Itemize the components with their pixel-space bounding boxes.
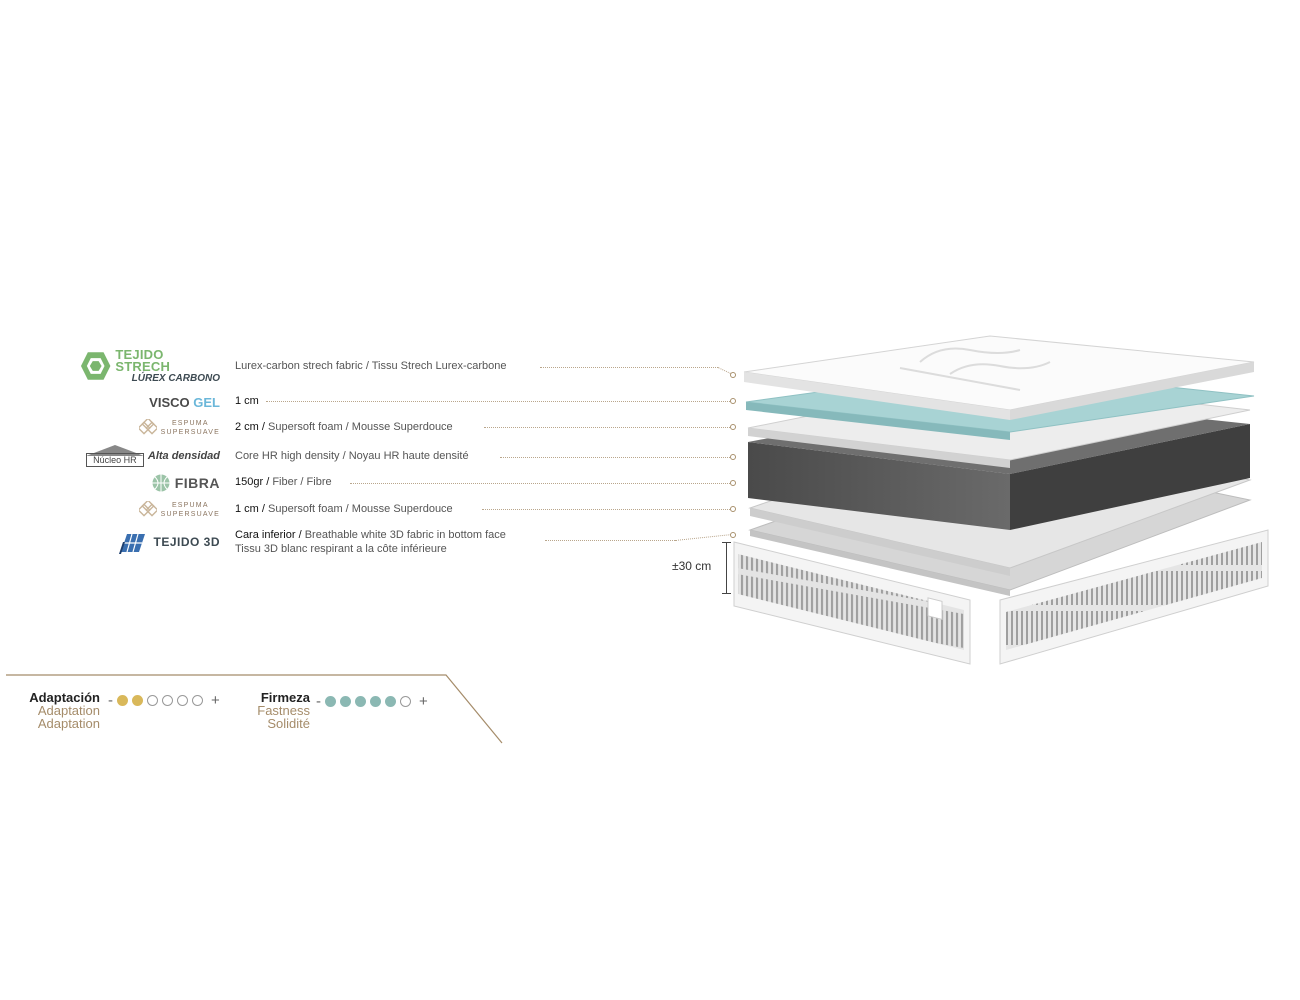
- firmness-minus: -: [316, 693, 321, 710]
- visco-label: VISCO: [149, 394, 190, 410]
- leader-end-dot: [730, 454, 736, 460]
- rating-dot-filled: [325, 696, 336, 707]
- layer-description: 1 cm: [235, 395, 259, 407]
- rating-dot-filled: [385, 696, 396, 707]
- fibra-label: FIBRA: [174, 475, 220, 491]
- rating-dot-filled: [340, 696, 351, 707]
- rating-dot-empty: [162, 695, 173, 706]
- adaptation-label-group: Adaptación Adaptation Adaptation: [10, 691, 100, 730]
- leader-line: [545, 540, 675, 541]
- layer-row-fibra: FIBRA 150gr / Fiber / Fibre: [0, 469, 560, 497]
- height-marker-cap-bottom: [722, 593, 731, 594]
- leader-end-dot: [730, 372, 736, 378]
- leader-line: [540, 367, 718, 368]
- foam-icon: [138, 501, 157, 517]
- 3d-fabric-icon: [119, 533, 146, 554]
- alta-densidad-label: Alta densidad: [147, 450, 220, 462]
- rating-dot-filled: [117, 695, 128, 706]
- firmness-plus: +: [419, 693, 428, 710]
- espuma-top-text: ESPUMA: [171, 420, 209, 427]
- mattress-layers-illustration: [733, 335, 1269, 665]
- rating-dot-filled: [370, 696, 381, 707]
- rating-dot-empty: [400, 696, 411, 707]
- fibra-logo: FIBRA: [80, 469, 220, 497]
- base-3d-fabric: [733, 529, 1269, 665]
- adaptation-label-fr: Adaptation: [37, 716, 100, 731]
- firmness-label-fr: Solidité: [267, 716, 310, 731]
- layer-description: Cara inferior / Breathable white 3D fabr…: [235, 529, 506, 555]
- layer-row-espuma-1cm: ESPUMA SUPERSUAVE 1 cm / Supersoft foam /…: [0, 496, 560, 524]
- height-marker-line: [726, 542, 727, 594]
- firmness-label-group: Firmeza Fastness Solidité: [230, 691, 310, 730]
- tejido-3d-logo: TEJIDO 3D: [80, 528, 220, 556]
- layer-row-tejido-3d: TEJIDO 3D Cara inferior / Breathable whi…: [0, 528, 560, 556]
- espuma-bottom-text: SUPERSUAVE: [160, 511, 220, 518]
- adaptation-plus: +: [211, 692, 220, 709]
- foam-icon: [138, 419, 157, 435]
- layer-description: 1 cm / Supersoft foam / Mousse Superdouc…: [235, 503, 453, 515]
- tejido-3d-label: TEJIDO 3D: [153, 535, 220, 549]
- rating-dot-empty: [147, 695, 158, 706]
- rating-frame: [6, 674, 503, 744]
- layer-description: 150gr / Fiber / Fibre: [235, 476, 332, 488]
- layer-description: Core HR high density / Noyau HR haute de…: [235, 450, 469, 462]
- gel-label: GEL: [193, 394, 220, 410]
- espuma-supersuave-logo: ESPUMA SUPERSUAVE: [80, 496, 220, 524]
- rating-dot-filled: [355, 696, 366, 707]
- leader-line: [266, 401, 730, 402]
- hexagon-icon: [80, 352, 111, 380]
- leader-line: [484, 427, 730, 428]
- firmness-label: Firmeza: [260, 690, 310, 705]
- leader-end-dot: [730, 398, 736, 404]
- layer-row-espuma-2cm: ESPUMA SUPERSUAVE 2 cm / Supersoft foam /…: [0, 414, 560, 442]
- leader-line: [350, 483, 730, 484]
- height-marker-cap-top: [722, 542, 731, 543]
- adaptation-label: Adaptación: [29, 690, 100, 705]
- rating-dot-filled: [132, 695, 143, 706]
- rating-dot-empty: [192, 695, 203, 706]
- leader-end-dot: [730, 480, 736, 486]
- tejido-strech-logo: TEJIDO STRECH LÚREX CARBONO: [80, 346, 220, 384]
- leader-line: [500, 457, 730, 458]
- layer-top-fabric: [743, 335, 1255, 420]
- nucleo-hr-logo: Núcleo HR Alta densidad: [80, 442, 220, 470]
- layer-description: Lurex-carbon strech fabric / Tissu Strec…: [235, 360, 507, 372]
- layer-description: 2 cm / Supersoft foam / Mousse Superdouc…: [235, 421, 453, 433]
- adaptation-minus: -: [108, 692, 113, 709]
- rating-dot-empty: [177, 695, 188, 706]
- fiber-globe-icon: [152, 474, 170, 492]
- leader-line: [482, 509, 730, 510]
- espuma-bottom-text: SUPERSUAVE: [160, 429, 220, 436]
- layer-row-visco-gel: VISCO GEL 1 cm: [0, 388, 560, 416]
- firmness-rating: - +: [316, 693, 428, 710]
- height-label: ±30 cm: [672, 559, 712, 573]
- adaptation-label-en: Adaptation: [37, 703, 100, 718]
- adaptation-rating: - +: [108, 692, 220, 709]
- leader-end-dot: [730, 424, 736, 430]
- layer-row-nucleo-hr: Núcleo HR Alta densidad Core HR high den…: [0, 442, 560, 470]
- house-icon: Núcleo HR: [85, 445, 144, 467]
- leader-end-dot: [730, 532, 736, 538]
- tejido-strech-subtitle: LÚREX CARBONO: [131, 372, 220, 384]
- layer-row-tejido-strech: TEJIDO STRECH LÚREX CARBONO Lurex-carbon…: [0, 346, 560, 384]
- espuma-supersuave-logo: ESPUMA SUPERSUAVE: [80, 414, 220, 442]
- nucleo-hr-box-label: Núcleo HR: [85, 453, 144, 467]
- firmness-label-en: Fastness: [257, 703, 310, 718]
- espuma-top-text: ESPUMA: [171, 502, 209, 509]
- tejido-strech-title: TEJIDO STRECH: [115, 346, 171, 374]
- visco-gel-logo: VISCO GEL: [80, 388, 220, 416]
- leader-end-dot: [730, 506, 736, 512]
